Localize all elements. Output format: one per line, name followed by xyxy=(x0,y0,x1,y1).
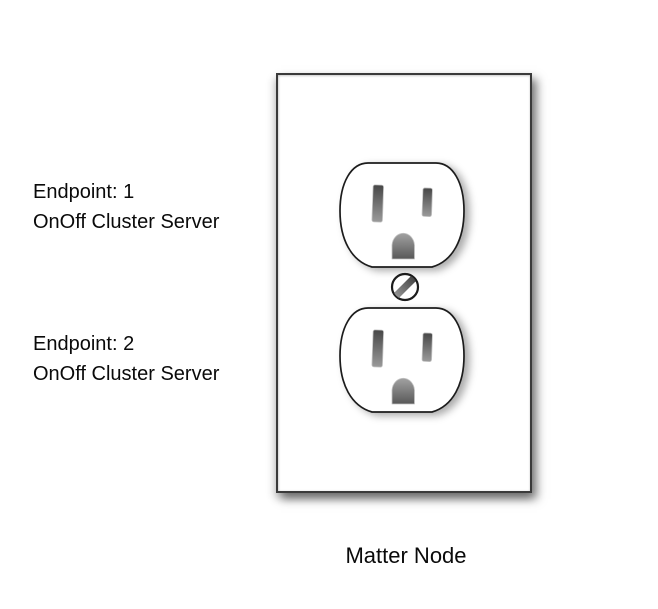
receptacle-face xyxy=(339,162,465,268)
neutral-slot xyxy=(371,329,384,368)
power-receptacle-top-icon xyxy=(339,162,465,268)
endpoint-2-cluster: OnOff Cluster Server xyxy=(33,363,220,385)
hot-slot xyxy=(421,187,433,217)
neutral-slot xyxy=(371,184,384,223)
endpoint-1-label: Endpoint: 1 OnOff Cluster Server xyxy=(33,177,219,237)
endpoint-2-id: Endpoint: 2 xyxy=(33,333,135,355)
hot-slot xyxy=(421,332,433,362)
endpoint-2-label: Endpoint: 2 OnOff Cluster Server xyxy=(33,329,219,389)
power-receptacle-bottom-icon xyxy=(339,307,465,413)
node-caption: Matter Node xyxy=(345,543,467,568)
endpoint-1-id: Endpoint: 1 xyxy=(33,181,135,203)
ground-hole xyxy=(391,377,415,405)
endpoint-1-cluster: OnOff Cluster Server xyxy=(33,211,220,233)
screw-icon xyxy=(390,272,420,302)
receptacle-face xyxy=(339,307,465,413)
ground-hole xyxy=(391,232,415,260)
